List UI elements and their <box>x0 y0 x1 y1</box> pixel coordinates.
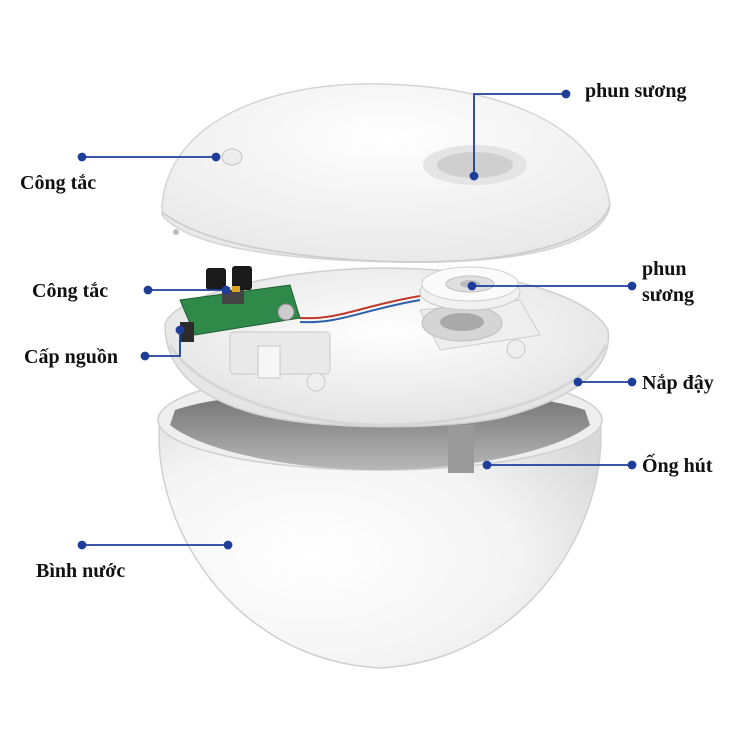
straw-tube <box>448 425 474 473</box>
top-cover <box>161 83 611 264</box>
label-spray-mid-2: sương <box>642 284 694 306</box>
label-switch-board: Công tắc <box>32 280 109 302</box>
label-straw: Ống hút <box>642 455 713 477</box>
power-button-icon <box>221 148 243 166</box>
label-switch-top: Công tắc <box>20 172 97 194</box>
label-water-tank: Bình nước <box>36 560 126 582</box>
label-lid: Nắp đậy <box>642 372 714 394</box>
leader-lines <box>77 89 637 550</box>
label-spray-top: phun sương <box>585 80 687 102</box>
label-spray-mid-1: phun <box>642 258 687 280</box>
label-power: Cấp nguồn <box>24 346 118 368</box>
